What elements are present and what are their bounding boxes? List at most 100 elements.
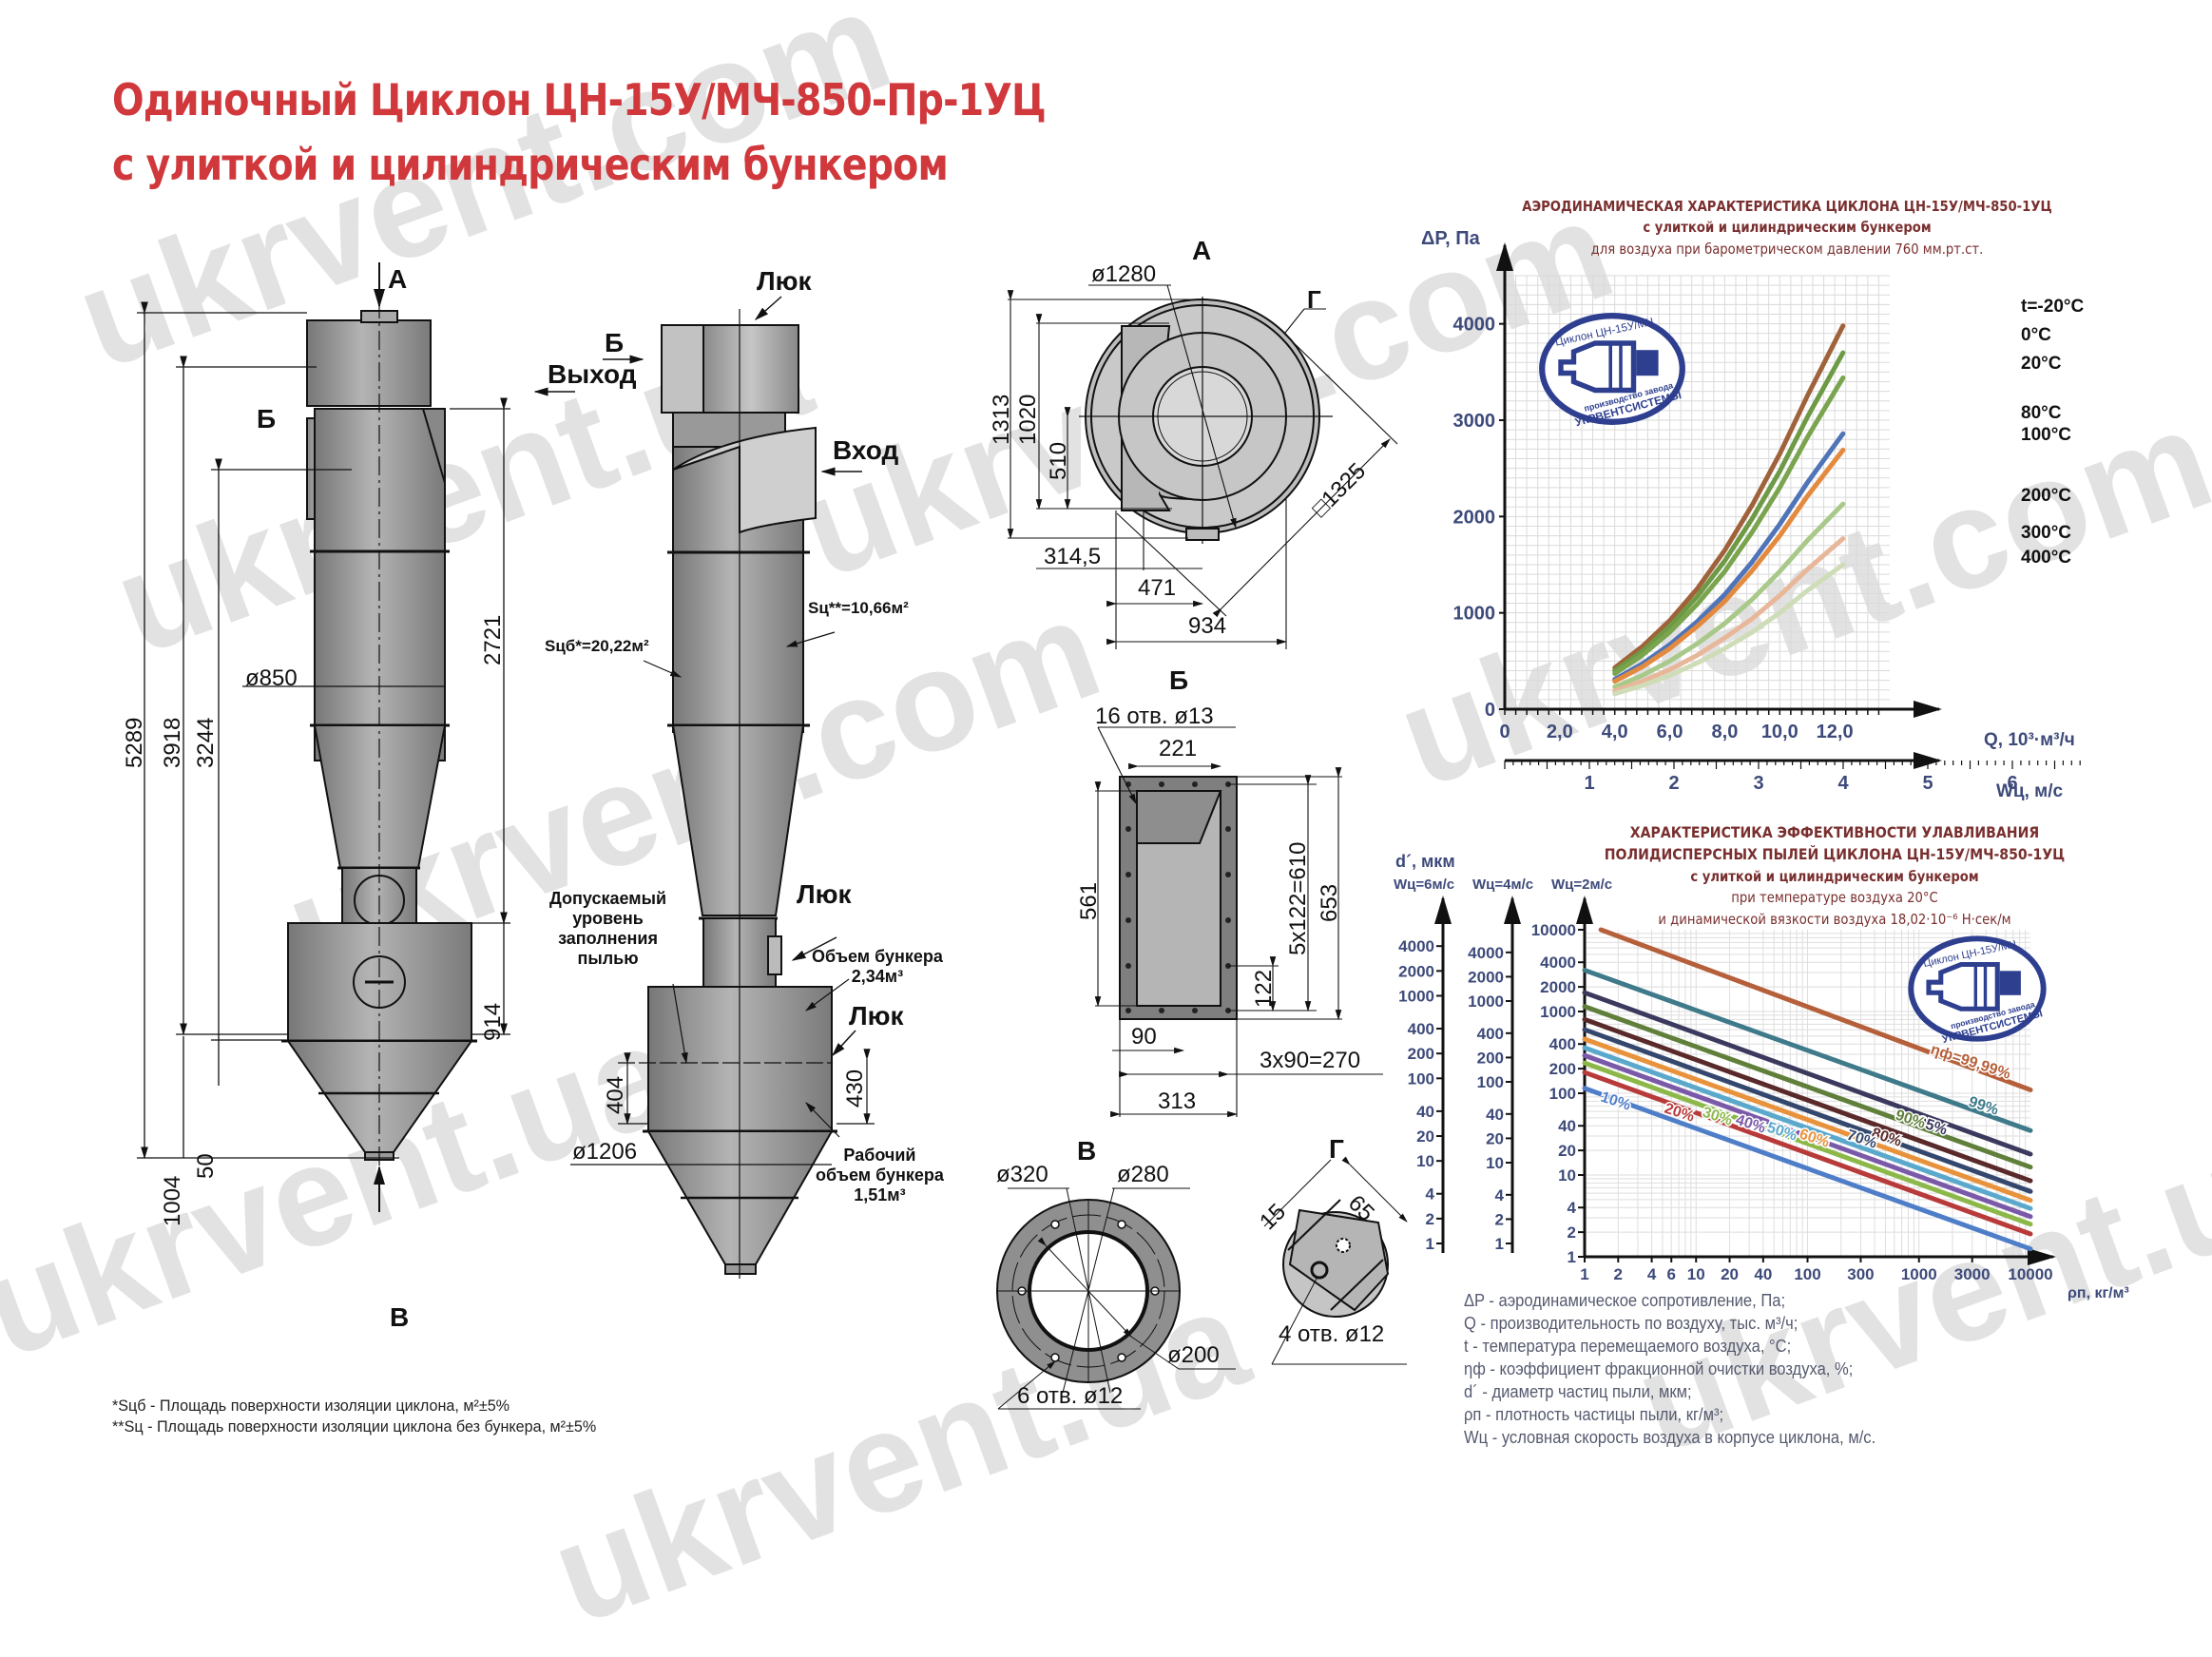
view-a-title: А — [1192, 236, 1212, 265]
dim-1004: 1004 — [160, 1175, 185, 1226]
dim-510: 510 — [1046, 441, 1071, 480]
svg-text:100: 100 — [1794, 1265, 1820, 1283]
hatch-mid-label: Люк — [797, 879, 852, 909]
svg-text:1000: 1000 — [1901, 1265, 1937, 1283]
chart2-title: ХАРАКТЕРИСТИКА ЭФФЕКТИВНОСТИ УЛАВЛИВАНИЯ — [1629, 823, 2040, 841]
holes-16-label: 16 отв. ø13 — [1095, 703, 1214, 729]
svg-text:200: 200 — [1549, 1060, 1576, 1078]
series-line — [1612, 375, 1846, 677]
dim-diameter-850: ø850 — [245, 665, 298, 691]
series-line — [1582, 1016, 2033, 1184]
series-line — [1598, 927, 2033, 1092]
view-v-drawing — [996, 1187, 1236, 1410]
series-line — [1582, 968, 2033, 1133]
view-arrow-a: А — [388, 264, 408, 294]
svg-text:4: 4 — [1568, 1199, 1577, 1217]
svg-text:100: 100 — [1477, 1073, 1504, 1091]
dim-471: 471 — [1138, 575, 1177, 601]
legend-line: ρп - плотность частицы пыли, кг/м³; — [1464, 1405, 1724, 1424]
svg-text:10000: 10000 — [2008, 1265, 2052, 1283]
svg-text:5: 5 — [1922, 773, 1933, 794]
chart1-x2label: Wц, м/с — [1996, 781, 2064, 801]
series-line — [1612, 447, 1846, 684]
series-line — [1612, 536, 1846, 694]
dim-561: 561 — [1076, 881, 1102, 920]
svg-text:0: 0 — [1499, 722, 1510, 742]
svg-text:100°C: 100°C — [2021, 425, 2071, 445]
svg-text:4: 4 — [1647, 1265, 1657, 1283]
chart1-ylabel: ΔP, Па — [1421, 228, 1480, 249]
chart1-title: АЭРОДИНАМИЧЕСКАЯ ХАРАКТЕРИСТИКА ЦИКЛОНА … — [1522, 198, 2052, 215]
fill-level-line: уровень — [572, 909, 644, 928]
svg-text:2000: 2000 — [1398, 962, 1434, 980]
svg-text:2000: 2000 — [1468, 968, 1504, 986]
view-arrow-v: В — [390, 1302, 410, 1332]
chart2-yaxis3-label: Wц=2м/с — [1551, 877, 1613, 893]
callout-b-side: Б — [605, 328, 625, 357]
svg-text:10,0: 10,0 — [1761, 722, 1798, 742]
legend-line: d´ - диаметр частиц пыли, мкм; — [1464, 1382, 1692, 1401]
dim-2721: 2721 — [480, 614, 506, 665]
dim-122: 122 — [1251, 969, 1277, 1008]
svg-text:1000: 1000 — [1453, 604, 1496, 625]
holes-4-label: 4 отв. ø12 — [1279, 1321, 1385, 1347]
svg-text:3: 3 — [1753, 773, 1763, 794]
fill-level-line: Допускаемый — [549, 889, 667, 908]
svg-text:12,0: 12,0 — [1817, 722, 1854, 742]
svg-text:4000: 4000 — [1468, 944, 1504, 962]
chart1-xlabel: Q, 10³·м³/ч — [1984, 730, 2075, 750]
series-line — [1582, 1004, 2033, 1170]
svg-text:300°C: 300°C — [2021, 523, 2071, 543]
dim-430: 430 — [842, 1069, 868, 1108]
chart2-xlabel: ρп, кг/м³ — [2068, 1285, 2129, 1301]
svg-text:10: 10 — [1558, 1166, 1576, 1185]
svg-text:2: 2 — [1614, 1265, 1623, 1283]
series-line — [1582, 1086, 2033, 1252]
side-view-drawing — [533, 296, 875, 1279]
svg-text:40: 40 — [1486, 1106, 1504, 1124]
page-title-line1: Одиночный Циклон ЦН-15У/МЧ-850-Пр-1УЦ — [112, 74, 1047, 125]
svg-text:1000: 1000 — [1468, 992, 1504, 1011]
svg-text:t=-20°C: t=-20°C — [2021, 297, 2084, 317]
working-volume-line: объем бункера — [816, 1166, 944, 1185]
svg-text:10: 10 — [1416, 1152, 1434, 1170]
svg-text:6: 6 — [2007, 773, 2017, 794]
svg-text:200°C: 200°C — [2021, 486, 2071, 506]
view-b-drawing — [1094, 726, 1383, 1118]
view-g-title: Г — [1329, 1134, 1344, 1164]
dim-1313: 1313 — [989, 394, 1014, 445]
svg-text:40: 40 — [1754, 1265, 1772, 1283]
svg-text:200: 200 — [1408, 1045, 1434, 1063]
dim-3918: 3918 — [160, 717, 185, 768]
svg-text:1: 1 — [1426, 1235, 1434, 1253]
svg-text:40: 40 — [1558, 1117, 1576, 1135]
fill-level-line: пылью — [577, 949, 639, 968]
series-line — [1582, 1060, 2033, 1227]
svg-text:1: 1 — [1584, 773, 1594, 794]
svg-text:2: 2 — [1426, 1210, 1434, 1228]
legend-line: ΔP - аэродинамическое сопротивление, Па; — [1464, 1291, 1786, 1310]
dim-5x122: 5x122=610 — [1285, 841, 1311, 955]
svg-text:6: 6 — [1667, 1265, 1676, 1283]
dim-3244: 3244 — [193, 717, 219, 768]
drawings-canvas: 0100020003000400002,04,06,08,010,012,012… — [137, 242, 2084, 1410]
notes-block: *Sцб - Площадь поверхности изоляции цикл… — [112, 1396, 596, 1437]
dim-diameter-1206: ø1206 — [572, 1139, 638, 1165]
dim-914: 914 — [480, 1002, 506, 1041]
svg-text:4: 4 — [1837, 773, 1849, 794]
svg-text:1: 1 — [1568, 1248, 1576, 1266]
svg-text:2: 2 — [1568, 1223, 1576, 1242]
view-b-title: Б — [1169, 665, 1189, 695]
svg-text:4000: 4000 — [1540, 954, 1576, 972]
legend-line: t - температура перемещаемого воздуха, °… — [1464, 1337, 1792, 1356]
svg-text:6,0: 6,0 — [1657, 722, 1683, 742]
svg-text:1000: 1000 — [1540, 1003, 1576, 1021]
area-total-label: Sцб*=20,22м² — [545, 637, 649, 655]
dim-404: 404 — [603, 1075, 628, 1114]
chart2-yaxis1-label: Wц=6м/с — [1394, 877, 1455, 893]
chart2-ylabel: d´, мкм — [1395, 852, 1455, 871]
dim-diameter-1280: ø1280 — [1091, 261, 1157, 287]
svg-text:4: 4 — [1495, 1186, 1505, 1204]
outlet-label: Выход — [548, 359, 637, 389]
